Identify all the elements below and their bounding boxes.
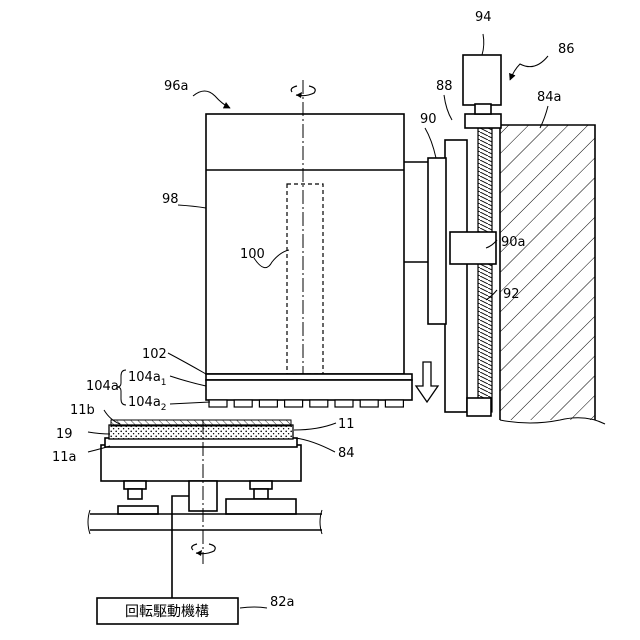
grinding-stone-segment bbox=[310, 400, 328, 407]
grinding-stone-segment bbox=[360, 400, 378, 407]
label-84a: 84a bbox=[537, 90, 562, 105]
label-102: 102 bbox=[142, 347, 167, 362]
label-82a: 82a bbox=[270, 595, 295, 610]
label-88: 88 bbox=[436, 79, 453, 94]
moving-plate bbox=[428, 158, 446, 324]
grinding-stone-segment bbox=[285, 400, 303, 407]
label-11: 11 bbox=[338, 417, 355, 432]
chuck-table bbox=[101, 420, 301, 481]
label-19: 19 bbox=[56, 427, 73, 442]
label-86: 86 bbox=[558, 42, 575, 57]
label-90: 90 bbox=[420, 112, 437, 127]
wheel-mount bbox=[206, 374, 412, 380]
wheel-base bbox=[206, 380, 412, 400]
base-plate bbox=[88, 510, 322, 534]
rotation-drive-label: 回転駆動機構 bbox=[125, 604, 209, 620]
label-90a: 90a bbox=[501, 235, 526, 250]
ball-screw bbox=[478, 128, 492, 412]
label-96a: 96a bbox=[164, 79, 189, 94]
screw-bottom-bearing bbox=[467, 398, 491, 416]
label-104a1: 104a1 bbox=[128, 370, 167, 388]
screw-nut bbox=[450, 232, 496, 264]
grinding-stone-segment bbox=[209, 400, 227, 407]
screw-top-bearing bbox=[465, 114, 501, 128]
column-wall bbox=[500, 125, 605, 424]
label-104a: 104a bbox=[86, 379, 119, 394]
label-84: 84 bbox=[338, 446, 355, 461]
rotation-arrow-bottom bbox=[192, 544, 216, 556]
grinding-stone-segment bbox=[335, 400, 353, 407]
label-100: 100 bbox=[240, 247, 265, 262]
label-104a2: 104a2 bbox=[128, 395, 167, 413]
pulse-motor bbox=[463, 55, 501, 114]
grinding-stone-segment bbox=[385, 400, 403, 407]
label-92: 92 bbox=[503, 287, 520, 302]
drive-connection-line bbox=[172, 496, 189, 598]
guide-rail bbox=[445, 140, 467, 412]
grinding-stone-segment bbox=[259, 400, 277, 407]
table-legs bbox=[118, 481, 296, 514]
grinding-stone-segment bbox=[234, 400, 252, 407]
label-98: 98 bbox=[162, 192, 179, 207]
down-feed-arrow bbox=[416, 362, 438, 402]
label-104a-bracket bbox=[117, 370, 126, 405]
label-11b: 11b bbox=[70, 403, 95, 418]
label-11a: 11a bbox=[52, 450, 77, 465]
spindle-housing bbox=[206, 114, 428, 374]
grinding-stones bbox=[209, 400, 403, 407]
label-94: 94 bbox=[475, 10, 492, 25]
